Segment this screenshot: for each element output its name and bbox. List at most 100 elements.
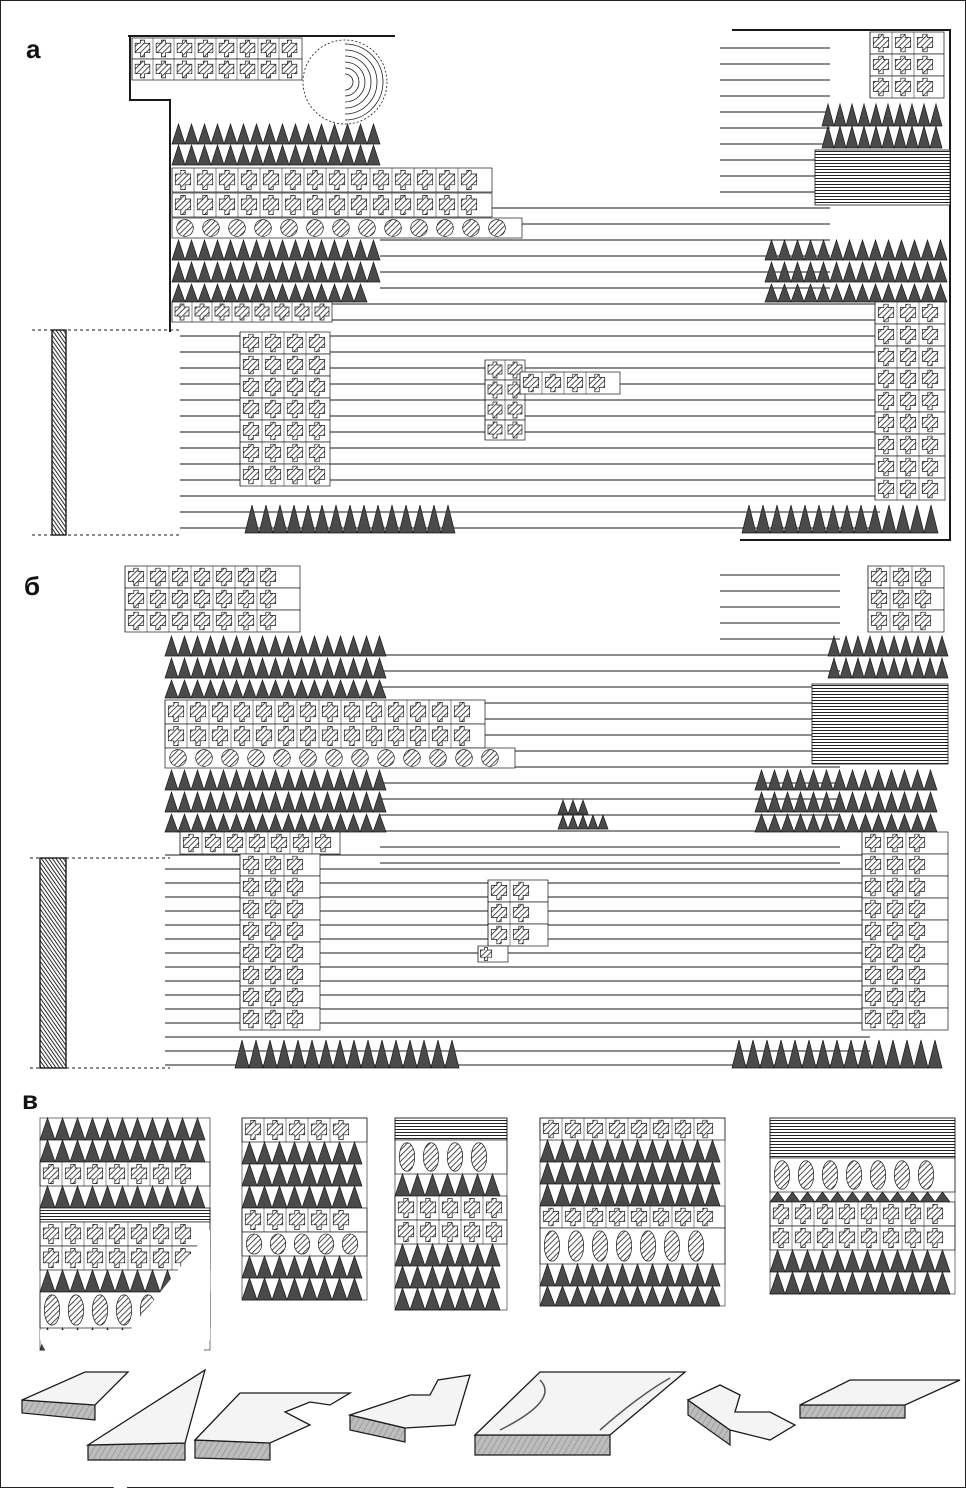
tablet-plaque bbox=[799, 1379, 961, 1406]
step-motif-row bbox=[874, 477, 946, 501]
step-motif bbox=[196, 195, 214, 215]
step-motif bbox=[294, 303, 310, 321]
triangle-motif bbox=[754, 790, 769, 813]
spindle-motif bbox=[273, 749, 291, 767]
step-motif bbox=[152, 1224, 170, 1244]
triangle-motif bbox=[255, 768, 270, 791]
triangle-motif bbox=[398, 504, 414, 534]
step-motif bbox=[152, 1248, 170, 1268]
triangle-motif bbox=[203, 656, 218, 679]
triangle-motif bbox=[815, 1039, 831, 1069]
spindle-motif bbox=[377, 749, 395, 767]
triangle-motif bbox=[353, 143, 368, 166]
triangle-motif bbox=[829, 1039, 845, 1069]
triangle-motif bbox=[272, 504, 288, 534]
step-motif bbox=[490, 903, 508, 923]
triangle-motif bbox=[806, 768, 821, 791]
triangle-motif bbox=[164, 812, 179, 833]
triangle-motif bbox=[875, 634, 889, 657]
triangle-motif bbox=[816, 282, 831, 303]
triangle-motif bbox=[855, 282, 870, 303]
step-motif bbox=[899, 479, 917, 499]
triangle-motif bbox=[845, 812, 860, 833]
step-motif bbox=[899, 435, 917, 455]
step-motif bbox=[308, 377, 326, 397]
triangle-motif bbox=[577, 813, 589, 830]
triangle-motif bbox=[557, 813, 569, 830]
triangle-motif bbox=[249, 238, 264, 261]
step-motif bbox=[308, 443, 326, 463]
tablet-plaque bbox=[193, 1392, 353, 1444]
step-motif bbox=[588, 373, 606, 393]
spindle-motif bbox=[488, 219, 506, 237]
spindle-motif bbox=[115, 1294, 133, 1326]
step-motif bbox=[286, 377, 304, 397]
spindle-motif bbox=[202, 219, 220, 237]
step-motif bbox=[286, 1009, 304, 1029]
triangle-motif bbox=[184, 143, 199, 166]
step-motif bbox=[652, 1207, 670, 1227]
triangle-motif bbox=[366, 143, 381, 166]
step-motif bbox=[460, 195, 478, 215]
step-motif bbox=[308, 355, 326, 375]
triangle-motif bbox=[353, 238, 368, 261]
step-motif bbox=[42, 1248, 60, 1268]
triangle-motif bbox=[229, 678, 244, 699]
step-motif-row bbox=[869, 53, 945, 77]
step-motif-row bbox=[874, 389, 946, 413]
step-motif bbox=[453, 726, 471, 746]
triangle-motif bbox=[894, 260, 909, 283]
triangle-motif bbox=[741, 504, 757, 534]
step-motif-row bbox=[861, 919, 949, 943]
step-motif bbox=[308, 333, 326, 353]
step-motif bbox=[892, 567, 910, 587]
triangle-motif bbox=[832, 790, 847, 813]
triangle-motif bbox=[236, 238, 251, 261]
tablet-plaque-large-side bbox=[474, 1434, 611, 1456]
triangle-motif bbox=[333, 634, 348, 657]
spindle-motif bbox=[481, 749, 499, 767]
triangle-motif bbox=[819, 812, 834, 833]
step-motif bbox=[264, 899, 282, 919]
step-motif bbox=[886, 987, 904, 1007]
step-motif bbox=[108, 1248, 126, 1268]
triangle-motif bbox=[366, 238, 381, 261]
spindle-row bbox=[171, 217, 523, 239]
triangle-motif bbox=[842, 282, 857, 303]
step-motif bbox=[870, 611, 888, 631]
triangle-motif bbox=[171, 260, 186, 283]
triangle-motif bbox=[275, 260, 290, 283]
step-motif-row bbox=[239, 441, 331, 465]
triangle-motif bbox=[833, 124, 847, 149]
triangle-motif bbox=[229, 768, 244, 791]
spindle-motif bbox=[280, 219, 298, 237]
step-motif bbox=[130, 1248, 148, 1268]
step-motif bbox=[921, 303, 939, 323]
triangle-motif bbox=[258, 504, 274, 534]
step-motif bbox=[877, 369, 895, 389]
step-motif bbox=[237, 589, 255, 609]
triangle-row bbox=[754, 768, 938, 791]
step-motif bbox=[288, 1210, 306, 1230]
triangle-motif bbox=[203, 768, 218, 791]
step-motif bbox=[438, 195, 456, 215]
step-motif-row bbox=[239, 375, 331, 399]
spindle-motif bbox=[410, 219, 428, 237]
triangle-motif bbox=[190, 656, 205, 679]
step-motif bbox=[908, 965, 926, 985]
triangle-motif bbox=[281, 768, 296, 791]
triangle-motif bbox=[370, 504, 386, 534]
spindle-motif bbox=[917, 1160, 935, 1190]
step-motif bbox=[674, 1119, 692, 1139]
triangle-motif bbox=[320, 634, 335, 657]
triangle-motif bbox=[290, 1039, 306, 1069]
step-motif bbox=[277, 702, 295, 722]
spindle-motif bbox=[221, 749, 239, 767]
triangle-row bbox=[39, 1116, 206, 1141]
striped-band bbox=[814, 149, 951, 206]
spindle-motif bbox=[797, 1160, 815, 1190]
triangle-motif bbox=[262, 143, 277, 166]
triangle-row bbox=[164, 812, 387, 833]
